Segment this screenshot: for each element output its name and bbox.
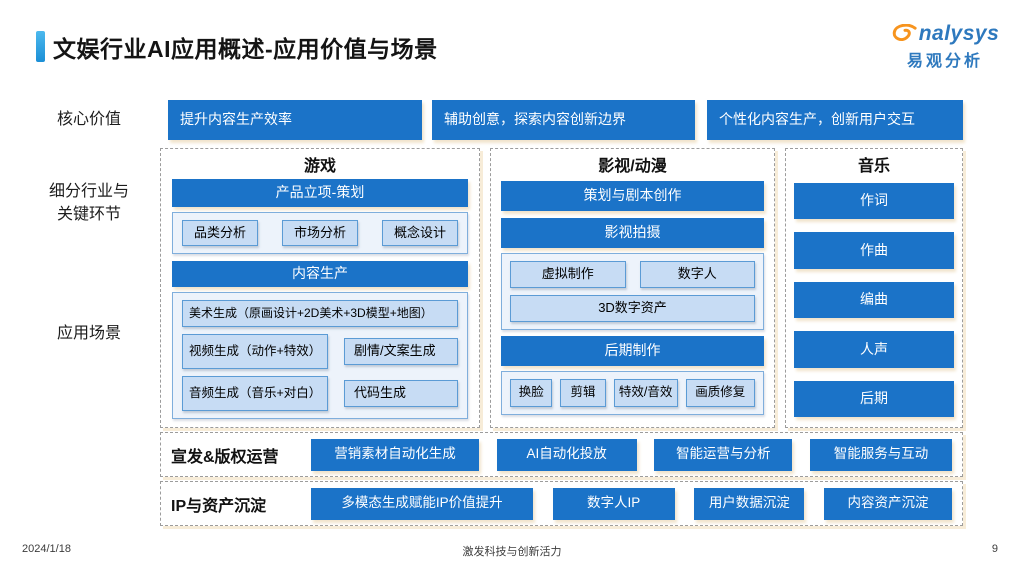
music-item-post: 后期 (794, 380, 954, 418)
row-ip-assets: IP与资产沉淀 多模态生成赋能IP价值提升 数字人IP 用户数据沉淀 内容资产沉… (160, 481, 963, 526)
page-title: 文娱行业AI应用概述-应用价值与场景 (53, 36, 438, 62)
film-stage-post-production: 后期制作 (501, 336, 764, 366)
game-planning-panel: 品类分析 市场分析 概念设计 (172, 212, 468, 254)
footer-date: 2024/1/18 (22, 543, 71, 555)
ip-item-content-asset-accumulation: 内容资产沉淀 (823, 487, 952, 520)
core-value-box-1: 提升内容生产效率 (168, 100, 422, 140)
core-value-box-3: 个性化内容生产，创新用户交互 (707, 100, 963, 140)
column-game-header: 游戏 (303, 158, 336, 175)
game-content-panel: 美术生成（原画设计+2D美术+3D模型+地图） 视频生成（动作+特效） 剧情/文… (172, 292, 468, 419)
ip-item-multimodal-ip-value: 多模态生成赋能IP价值提升 (311, 487, 533, 520)
film-item-quality-restoration: 画质修复 (685, 379, 755, 407)
column-game: 游戏 产品立项-策划 品类分析 市场分析 概念设计 内容生产 美术生成（原画设计… (160, 148, 480, 428)
film-post-panel: 换脸 剪辑 特效/音效 画质修复 (501, 371, 764, 415)
film-item-virtual-production: 虚拟制作 (510, 261, 626, 288)
op-item-ai-ad-placement: AI自动化投放 (496, 438, 637, 471)
music-item-lyrics: 作词 (794, 183, 954, 220)
game-item-audio-generation: 音频生成（音乐+对白） (182, 376, 328, 411)
game-item-video-generation: 视频生成（动作+特效） (182, 334, 328, 369)
game-item-market-analysis: 市场分析 (282, 220, 358, 246)
rail-label-scenarios: 应用场景 (56, 325, 121, 342)
op-item-smart-service-interaction: 智能服务与互动 (809, 438, 952, 471)
analysys-logo: nalysys 易观分析 (884, 22, 1006, 71)
game-item-category-analysis: 品类分析 (182, 220, 258, 246)
core-value-box-2: 辅助创意，探索内容创新边界 (432, 100, 695, 140)
row-distribution-label: 宣发&版权运营 (171, 448, 279, 466)
column-film-animation: 影视/动漫 策划与剧本创作 影视拍摄 虚拟制作 数字人 3D数字资产 后期制作 … (490, 148, 775, 428)
footer-slogan: 激发科技与创新活力 (462, 546, 562, 558)
game-item-art-generation: 美术生成（原画设计+2D美术+3D模型+地图） (182, 300, 458, 327)
title-accent-bar (36, 31, 45, 62)
analysys-logo-a-icon (891, 24, 918, 44)
music-item-vocals: 人声 (794, 331, 954, 368)
film-stage-script-creation: 策划与剧本创作 (501, 181, 764, 211)
film-item-digital-human: 数字人 (639, 261, 755, 288)
ip-item-user-data-accumulation: 用户数据沉淀 (694, 487, 805, 520)
game-item-code-generation: 代码生成 (344, 380, 458, 407)
row-ip-label: IP与资产沉淀 (171, 497, 267, 515)
film-stage-shooting: 影视拍摄 (501, 218, 764, 248)
logo-brand: nalysys (884, 22, 1006, 46)
row-distribution-copyright: 宣发&版权运营 营销素材自动化生成 AI自动化投放 智能运营与分析 智能服务与互… (160, 432, 963, 477)
game-item-concept-design: 概念设计 (382, 220, 458, 246)
film-shooting-panel: 虚拟制作 数字人 3D数字资产 (501, 253, 764, 330)
footer-page-number: 9 (991, 543, 998, 555)
rail-label-segments: 细分行业与 关键环节 (48, 183, 129, 224)
column-music-header: 音乐 (857, 158, 890, 175)
column-music: 音乐 作词 作曲 编曲 人声 后期 (785, 148, 963, 428)
column-film-header: 影视/动漫 (598, 158, 667, 175)
op-item-marketing-material-generation: 营销素材自动化生成 (311, 438, 479, 471)
logo-brand-text: nalysys (918, 22, 1000, 45)
ip-item-digital-human-ip: 数字人IP (552, 487, 675, 520)
rail-label-core-value: 核心价值 (56, 111, 121, 129)
music-item-arranging: 编曲 (794, 281, 954, 319)
op-item-smart-operation-analysis: 智能运营与分析 (654, 438, 793, 471)
music-item-composing: 作曲 (794, 232, 954, 269)
game-stage-content-production: 内容生产 (172, 261, 468, 287)
film-item-editing: 剪辑 (560, 379, 606, 407)
film-item-vfx-sfx: 特效/音效 (613, 379, 678, 407)
film-item-3d-digital-assets: 3D数字资产 (510, 295, 755, 322)
game-item-story-copy-generation: 剧情/文案生成 (344, 338, 458, 365)
game-stage-planning: 产品立项-策划 (172, 179, 468, 207)
film-item-face-swap: 换脸 (510, 379, 553, 407)
logo-cn-name: 易观分析 (906, 53, 983, 70)
